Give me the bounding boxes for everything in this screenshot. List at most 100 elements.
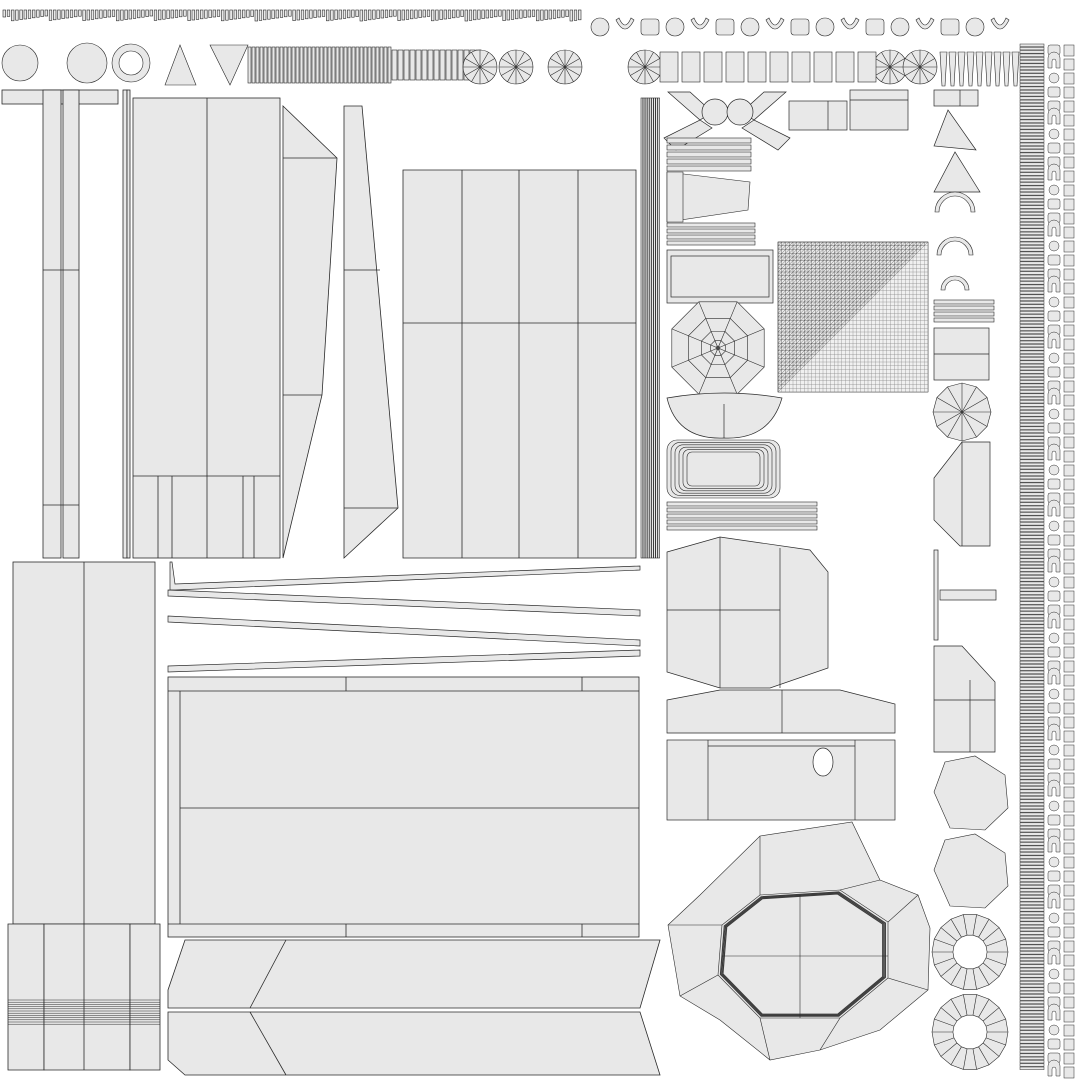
spoke	[889, 66, 899, 82]
strip-slice	[1019, 528, 1045, 532]
strip-slice	[1019, 961, 1045, 965]
strip-slice	[1019, 116, 1045, 120]
strip-slice	[1019, 109, 1045, 113]
strip-slice	[1019, 641, 1045, 645]
strip-slice	[1063, 1038, 1075, 1051]
wedge-piece	[948, 51, 957, 87]
strip-slice	[1019, 142, 1045, 146]
strip-slice	[1019, 571, 1045, 575]
strip-slice	[1019, 443, 1045, 447]
disc-piece	[1, 44, 39, 82]
small-square-piece	[1047, 142, 1061, 154]
strip-slice	[1019, 938, 1045, 942]
ring-piece	[1048, 128, 1060, 140]
strip-slice	[1019, 928, 1045, 932]
spoke	[550, 66, 566, 76]
strip-slice	[1019, 324, 1045, 328]
small-square-piece	[1047, 926, 1061, 938]
strip-slice	[1019, 149, 1045, 153]
strip-slice	[1063, 688, 1075, 701]
strip-slice	[1019, 175, 1045, 179]
strip-slice	[1019, 330, 1045, 334]
strip-slice	[1019, 353, 1045, 358]
ring-piece	[1048, 464, 1060, 476]
strip-slice	[1019, 152, 1045, 156]
disc-spoke	[947, 411, 963, 438]
strip-slice	[1019, 990, 1045, 994]
rib-piece	[383, 46, 388, 84]
rib-piece	[397, 49, 404, 81]
arch-piece	[1047, 331, 1061, 349]
small-square-piece	[1047, 534, 1061, 546]
spoke	[501, 58, 517, 68]
thin-bottom-strip	[666, 513, 818, 519]
strip-slice	[1063, 170, 1075, 183]
ring-piece	[740, 17, 760, 37]
tiny-strip-piece	[183, 9, 187, 17]
arch-piece	[1047, 387, 1061, 405]
strip-slice	[1019, 733, 1045, 737]
strip-slice	[1019, 155, 1045, 160]
wedge-piece	[984, 51, 993, 87]
small-square-piece	[940, 18, 960, 36]
tiny-strip-piece	[540, 9, 544, 21]
strip-slice	[1019, 73, 1045, 77]
strip-slice	[1019, 997, 1045, 1001]
disc-spoke	[950, 998, 962, 1018]
disc-spoke	[940, 927, 958, 942]
tiny-strip-piece	[95, 9, 99, 20]
strip-slice	[1019, 472, 1045, 476]
strip-slice	[1019, 756, 1045, 760]
tiny-strip-piece	[23, 9, 27, 20]
tiny-strip-piece	[523, 9, 527, 18]
strip-slice	[1063, 422, 1075, 435]
strip-slice	[1019, 106, 1045, 110]
strip-slice	[1019, 1030, 1045, 1034]
strip-slice	[1019, 881, 1045, 886]
strip-slice	[1019, 83, 1045, 87]
strip-slice	[1063, 142, 1075, 155]
ring-radial-edge	[887, 894, 919, 923]
strip-slice	[1019, 980, 1045, 985]
strip-slice	[1063, 926, 1075, 939]
strip-slice	[1063, 828, 1075, 841]
rib-piece	[299, 46, 304, 84]
ring-piece	[1048, 520, 1060, 532]
strip-slice	[1063, 226, 1075, 239]
spoke	[515, 52, 525, 68]
fan-line	[671, 347, 719, 368]
rib-piece	[445, 49, 452, 81]
fan-line	[717, 328, 765, 349]
rib-piece	[327, 46, 332, 84]
rounded-rect-ring	[674, 444, 773, 494]
strip-slice	[1063, 604, 1075, 617]
tiny-strip-piece	[237, 9, 242, 19]
strip-slice	[1019, 819, 1045, 823]
strip-slice	[1019, 581, 1045, 585]
strip-slice	[1019, 383, 1045, 387]
strip-slice	[1019, 264, 1045, 268]
strip-slice	[1019, 245, 1045, 249]
tiny-strip-piece	[477, 9, 481, 20]
strip-slice	[1019, 241, 1045, 245]
strip-slice	[1019, 835, 1045, 839]
strip-slice	[1019, 122, 1045, 127]
rib-piece	[421, 49, 428, 81]
small-square-piece	[1047, 982, 1061, 994]
tiny-strip-piece	[515, 9, 519, 20]
tiny-strip-piece	[200, 9, 204, 20]
strip-slice	[1019, 723, 1045, 727]
strip-slice	[1019, 865, 1045, 869]
strip-slice	[1019, 297, 1045, 301]
large-rect-panel-a	[132, 97, 281, 559]
strip-slice	[1019, 1033, 1045, 1037]
ring-radial-edge	[819, 1017, 841, 1051]
strip-slice	[1019, 687, 1045, 691]
fan-ring	[701, 331, 735, 365]
small-square-piece	[1047, 198, 1061, 210]
tiny-strip-piece	[561, 9, 565, 18]
strip-slice	[1019, 512, 1045, 516]
strip-slice	[1019, 436, 1045, 440]
curved-panel-piece	[747, 51, 767, 83]
tiny-strip-piece	[284, 9, 288, 18]
